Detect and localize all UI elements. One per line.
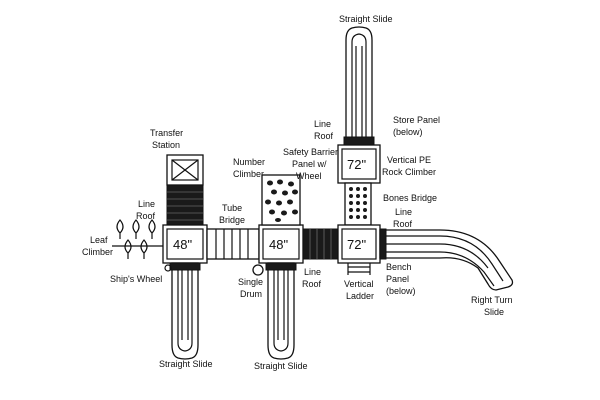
label-vertical-pe-rock: Vertical PE Rock Climber <box>382 155 436 177</box>
label-vertical-ladder: Vertical Ladder <box>344 279 376 301</box>
deck-middle <box>258 224 304 264</box>
label-bench-panel: Bench Panel (below) <box>386 262 416 296</box>
leaf-climber <box>112 219 163 259</box>
label-store-panel: Store Panel (below) <box>393 115 443 137</box>
deck-upper-right-label: 72" <box>347 157 366 172</box>
right-turn-slide <box>379 228 514 291</box>
label-line-roof-bottom: Line Roof <box>302 267 324 289</box>
label-bones-bridge: Bones Bridge <box>383 193 437 203</box>
deck-left <box>162 224 208 264</box>
single-drum-icon <box>252 264 264 276</box>
deck-upper-right <box>337 144 381 184</box>
label-straight-slide-bottom-left: Straight Slide <box>159 359 213 369</box>
label-ships-wheel: Ship's Wheel <box>110 274 162 284</box>
transfer-station <box>166 154 204 226</box>
label-transfer-station: Transfer Station <box>150 128 186 150</box>
label-line-roof-right: Line Roof <box>393 207 415 229</box>
label-line-roof-upper: Line Roof <box>314 119 334 141</box>
label-single-drum: Single Drum <box>238 277 266 299</box>
vertical-ladder <box>347 263 371 275</box>
bones-bridge-left-segment <box>302 228 340 260</box>
deck-left-label: 48" <box>173 237 192 252</box>
label-right-turn-slide: Right Turn Slide <box>471 295 515 317</box>
deck-middle-label: 48" <box>269 237 288 252</box>
number-climber <box>261 174 301 226</box>
ships-wheel-icon <box>164 264 172 272</box>
label-straight-slide-bottom-mid: Straight Slide <box>254 361 308 371</box>
rock-climber-column <box>344 182 372 226</box>
tube-bridge <box>206 228 260 260</box>
deck-lower-right-label: 72" <box>347 237 366 252</box>
label-safety-barrier: Safety Barrier Panel w/ Wheel <box>283 147 341 181</box>
deck-lower-right <box>337 224 381 264</box>
label-tube-bridge: Tube Bridge <box>219 203 245 225</box>
label-line-roof-left: Line Roof <box>136 199 158 221</box>
label-leaf-climber: Leaf Climber <box>82 235 113 257</box>
label-straight-slide-top: Straight Slide <box>339 14 393 24</box>
straight-slide-top <box>343 26 375 146</box>
label-number-climber: Number Climber <box>233 157 268 179</box>
straight-slide-bottom-middle <box>265 262 297 360</box>
straight-slide-bottom-left <box>169 262 201 360</box>
